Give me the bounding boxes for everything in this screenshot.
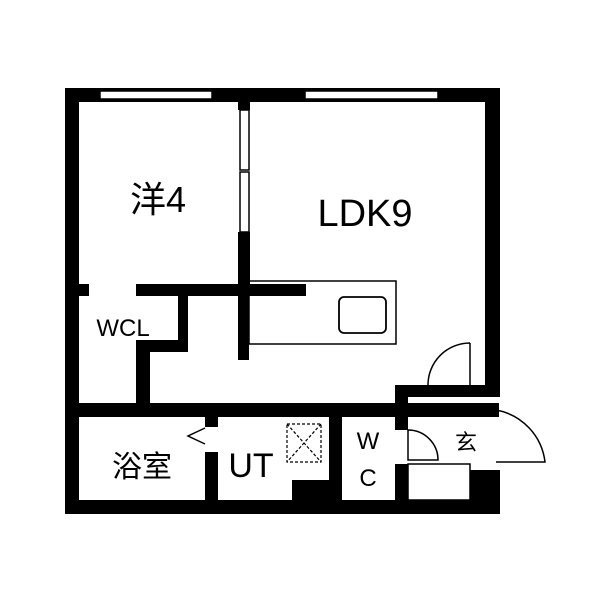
right-wall-upper [485,88,500,388]
label-ldk: LDK9 [317,193,412,235]
label-walk-in-closet: WCL [96,315,149,342]
label-toilet-bottom: C [359,465,376,492]
label-bathroom: 浴室 [112,451,172,484]
entrance-step [407,463,471,501]
sink-icon [338,296,387,334]
kitchen-counter [248,280,397,345]
sliding-door-lower [239,171,250,233]
label-utility: UT [228,447,273,485]
window-western-room [99,90,213,100]
washer-space-icon [286,423,322,463]
door-bath-icon [186,427,206,445]
interior-walls [79,102,500,514]
left-wall [65,88,79,514]
label-toilet-top: W [357,428,380,455]
room-labels: 洋4 LDK9 WCL 浴室 UT W C 玄 [96,179,477,492]
windows [99,90,439,417]
doors [186,342,546,463]
bottom-wall [65,500,500,514]
label-western-room: 洋4 [130,179,186,220]
door-ldk-icon [427,342,471,386]
front-door-icon [495,409,546,463]
sliding-door-upper [239,109,250,171]
kitchen [248,280,397,345]
label-entrance: 玄 [455,430,477,455]
window-ldk [304,90,439,100]
door-toilet-icon [407,429,439,461]
